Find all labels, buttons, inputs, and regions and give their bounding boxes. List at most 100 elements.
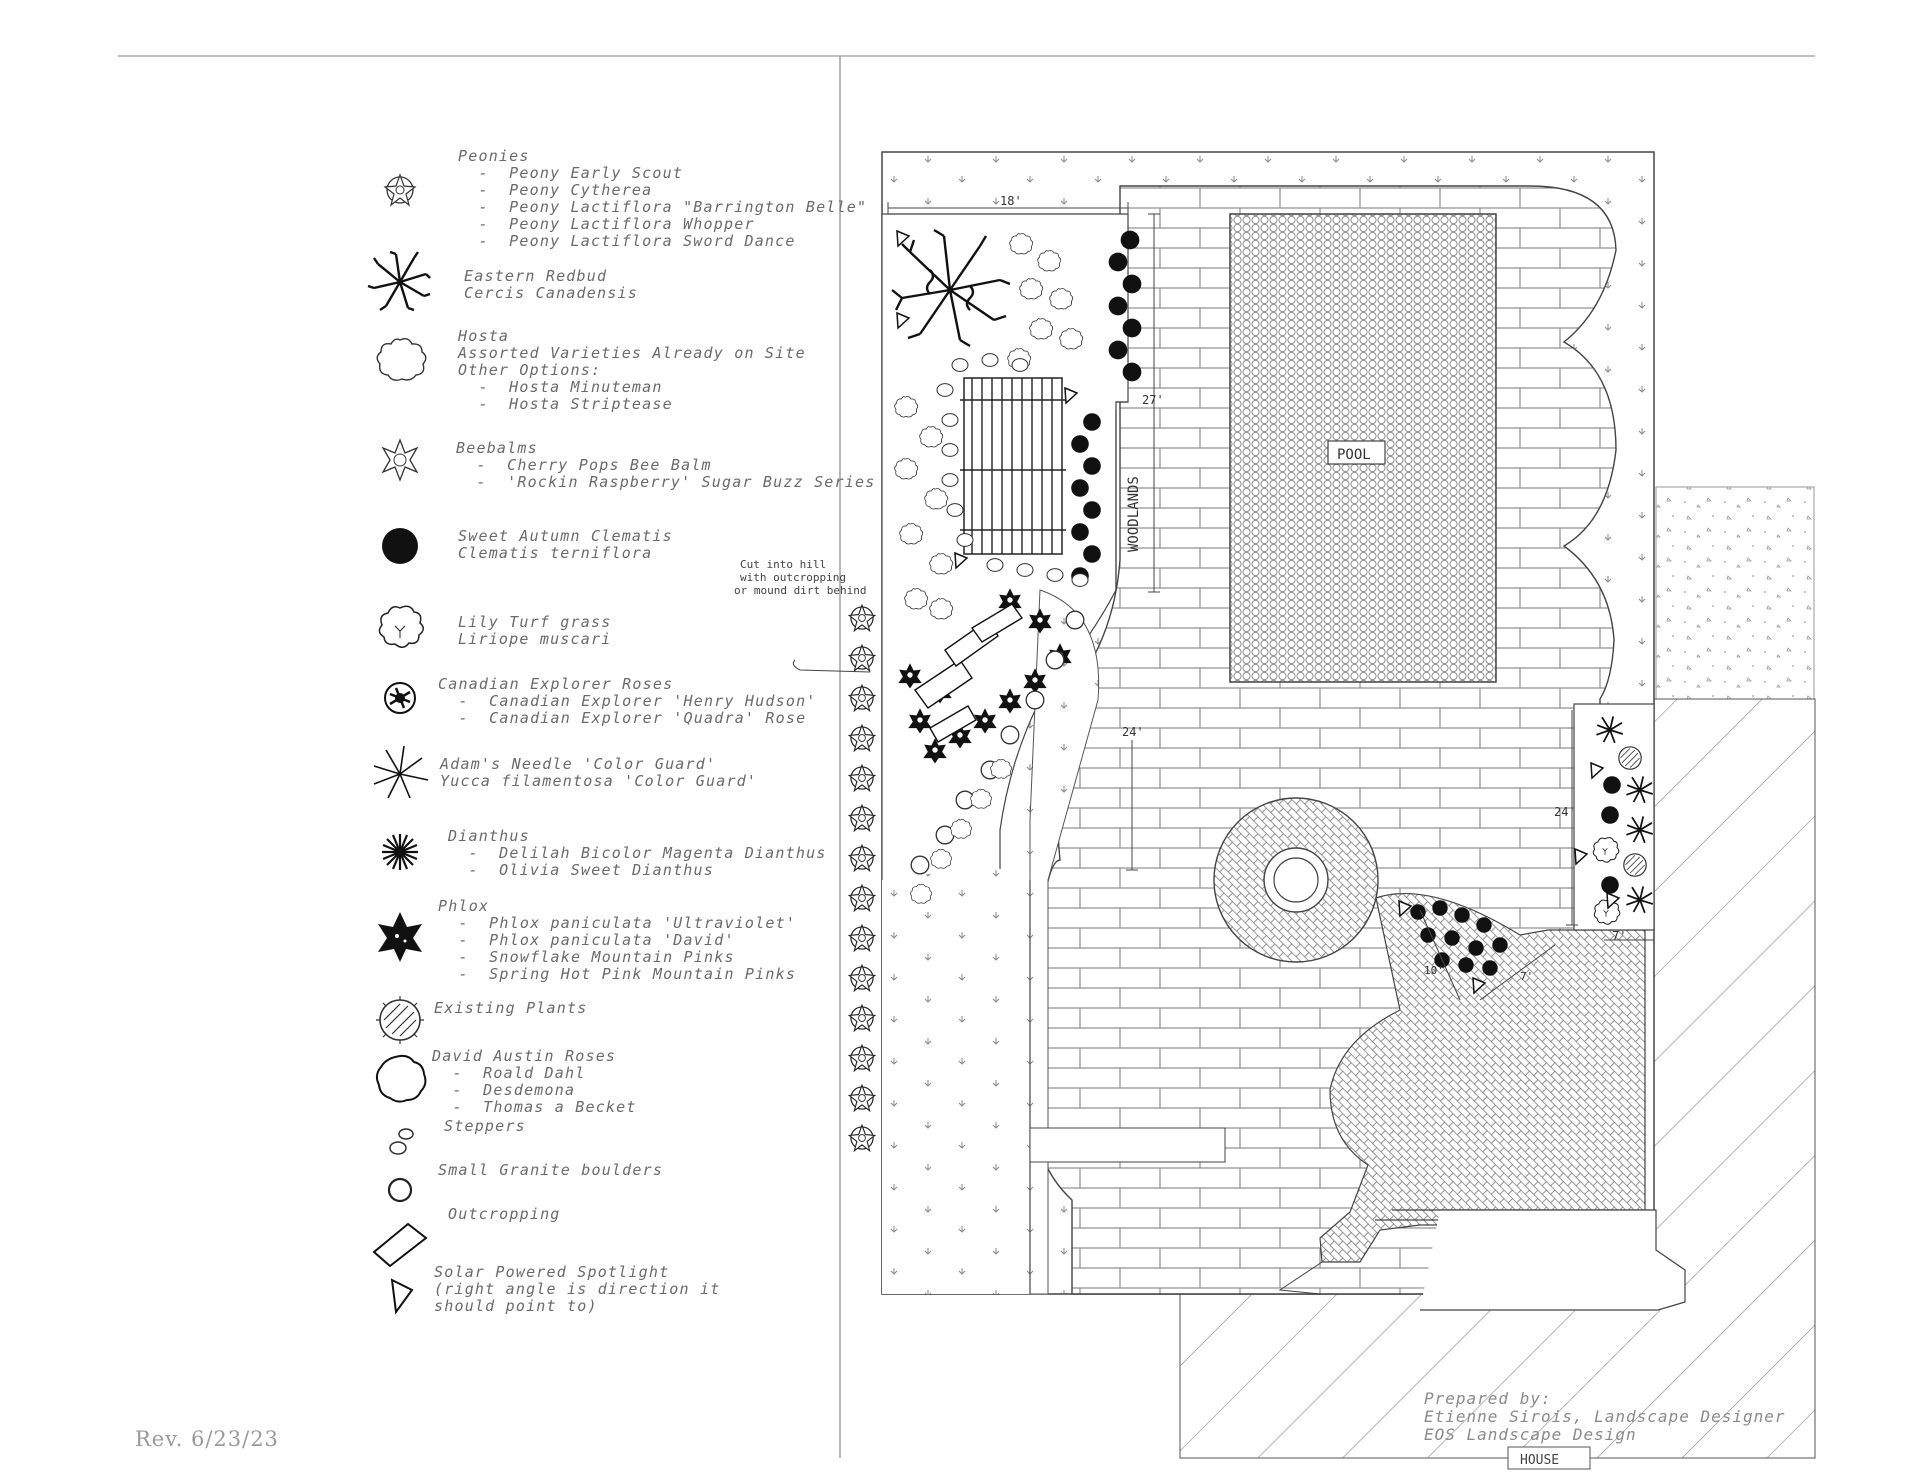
dim-top-width: 18' bbox=[1000, 194, 1022, 208]
legend-line: Peonies bbox=[458, 147, 530, 165]
legend-line: Beebalms bbox=[456, 439, 538, 457]
house-label-box bbox=[1507, 1446, 1591, 1470]
granite-boulder bbox=[941, 413, 959, 427]
austin-rose-plant bbox=[1000, 725, 1020, 745]
dim-path-right: 24' bbox=[1554, 805, 1576, 819]
legend-label: Beebalms - Cherry Pops Bee Balm - 'Rocki… bbox=[456, 440, 875, 491]
plant-legend: Peonies - Peony Early Scout - Peony Cyth… bbox=[0, 0, 874, 1484]
legend-line: Liriope muscari bbox=[458, 630, 612, 648]
legend-line: - Cherry Pops Bee Balm bbox=[456, 456, 712, 474]
peony-plant bbox=[848, 604, 876, 632]
granite-boulder bbox=[1071, 573, 1089, 587]
yucca-icon bbox=[365, 739, 435, 813]
austin-rose-plant bbox=[1065, 610, 1085, 630]
dim-fire-bed-b: 7' bbox=[1520, 970, 1533, 983]
legend-line: - Olivia Sweet Dianthus bbox=[448, 861, 714, 879]
paver-walkway bbox=[1319, 892, 1646, 1263]
granite-boulder bbox=[946, 503, 964, 517]
peony-plant bbox=[848, 1044, 876, 1072]
legend-line: - Spring Hot Pink Mountain Pinks bbox=[438, 965, 797, 983]
austin-rose-plant bbox=[910, 855, 930, 875]
dim-woodlands-height: 27' bbox=[1142, 393, 1164, 407]
legend-label: Outcropping bbox=[448, 1206, 561, 1223]
peony-plant bbox=[848, 1004, 876, 1032]
pergola bbox=[963, 377, 1063, 555]
granite-boulder bbox=[1046, 568, 1064, 582]
granite-boulder bbox=[956, 533, 974, 547]
fire-bed-plant bbox=[1458, 957, 1474, 973]
clematis-plant bbox=[1122, 362, 1142, 382]
hosta-plant bbox=[1049, 288, 1074, 310]
legend-line: - 'Rockin Raspberry' Sugar Buzz Series bbox=[456, 473, 876, 491]
legend-line: Yucca filamentosa 'Color Guard' bbox=[440, 772, 758, 790]
peony-plant bbox=[848, 884, 876, 912]
bench bbox=[1029, 1127, 1226, 1163]
legend-line: Existing Plants bbox=[434, 999, 588, 1017]
lilyturf-icon bbox=[365, 593, 435, 667]
peony-plant bbox=[848, 844, 876, 872]
hosta-plant bbox=[899, 523, 924, 545]
clematis-icon bbox=[365, 511, 435, 585]
legend-line: Adam's Needle 'Color Guard' bbox=[440, 755, 717, 773]
steppers-icon bbox=[365, 1107, 435, 1181]
hosta-plant bbox=[1009, 233, 1034, 255]
legend-line: Outcropping bbox=[448, 1205, 561, 1223]
legend-line: Hosta bbox=[458, 327, 510, 345]
legend-line: Assorted Varieties Already on Site bbox=[458, 344, 806, 362]
fire-bed-plant bbox=[1468, 940, 1484, 956]
note-line-2: with outcropping bbox=[740, 571, 846, 584]
dim-fire-bed-a: 10' bbox=[1424, 964, 1444, 977]
legend-line: - Phlox paniculata 'Ultraviolet' bbox=[438, 914, 797, 932]
clematis-plant bbox=[1120, 230, 1140, 250]
legend-line: Lily Turf grass bbox=[458, 613, 612, 631]
bed-plant bbox=[1623, 853, 1647, 877]
credit-line: EOS Landscape Design bbox=[1424, 1425, 1637, 1444]
legend-label: Adam's Needle 'Color Guard'Yucca filamen… bbox=[440, 756, 757, 790]
legend-line: Dianthus bbox=[448, 827, 530, 845]
note-line-1: Cut into hill bbox=[740, 558, 826, 571]
legend-line: - Canadian Explorer 'Quadra' Rose bbox=[438, 709, 807, 727]
beebalm-icon bbox=[365, 425, 435, 499]
house-label: HOUSE bbox=[1520, 1453, 1559, 1468]
spotlight-icon bbox=[365, 1259, 435, 1333]
peony-plant bbox=[848, 764, 876, 792]
legend-line: Cercis Canadensis bbox=[464, 284, 638, 302]
granite-boulder bbox=[1016, 563, 1034, 577]
legend-label: David Austin Roses - Roald Dahl - Desdem… bbox=[432, 1048, 637, 1116]
legend-line: - Desdemona bbox=[432, 1081, 576, 1099]
legend-line: Solar Powered Spotlight bbox=[434, 1263, 670, 1281]
legend-line: should point to) bbox=[434, 1297, 598, 1315]
austin-rose-plant bbox=[1045, 650, 1065, 670]
peony-plant bbox=[848, 1084, 876, 1112]
legend-line: Phlox bbox=[438, 897, 490, 915]
note-line-3: or mound dirt behind bbox=[734, 584, 866, 597]
dianthus-icon bbox=[365, 817, 435, 891]
lily-turf-plant bbox=[930, 849, 953, 869]
legend-line: Small Granite boulders bbox=[438, 1161, 664, 1179]
redbud-tree bbox=[891, 228, 1011, 348]
bed-plant bbox=[1618, 746, 1642, 770]
redbud-icon bbox=[365, 247, 435, 321]
legend-label: Canadian Explorer Roses - Canadian Explo… bbox=[438, 676, 817, 727]
outcropping-icon bbox=[365, 1205, 435, 1279]
fire-bed-plant bbox=[1482, 960, 1498, 976]
hosta-plant bbox=[894, 396, 919, 418]
hosta-plant bbox=[929, 598, 954, 620]
legend-label: Steppers bbox=[444, 1118, 526, 1135]
peony-plant bbox=[848, 644, 876, 672]
granite-boulder bbox=[981, 353, 999, 367]
legend-line: - Hosta Minuteman bbox=[458, 378, 663, 396]
legend-line: David Austin Roses bbox=[432, 1047, 617, 1065]
clematis-plant bbox=[1083, 457, 1101, 475]
peony-plant bbox=[848, 684, 876, 712]
hosta-plant bbox=[1037, 250, 1062, 272]
legend-line: - Snowflake Mountain Pinks bbox=[438, 948, 735, 966]
existing-icon bbox=[365, 985, 435, 1059]
hosta-plant bbox=[894, 458, 919, 480]
legend-line: - Thomas a Becket bbox=[432, 1098, 637, 1116]
hosta-plant bbox=[1059, 328, 1084, 350]
fire-bed-plant bbox=[1432, 900, 1448, 916]
legend-line: Eastern Redbud bbox=[464, 267, 608, 285]
house-steps bbox=[1420, 1209, 1686, 1311]
